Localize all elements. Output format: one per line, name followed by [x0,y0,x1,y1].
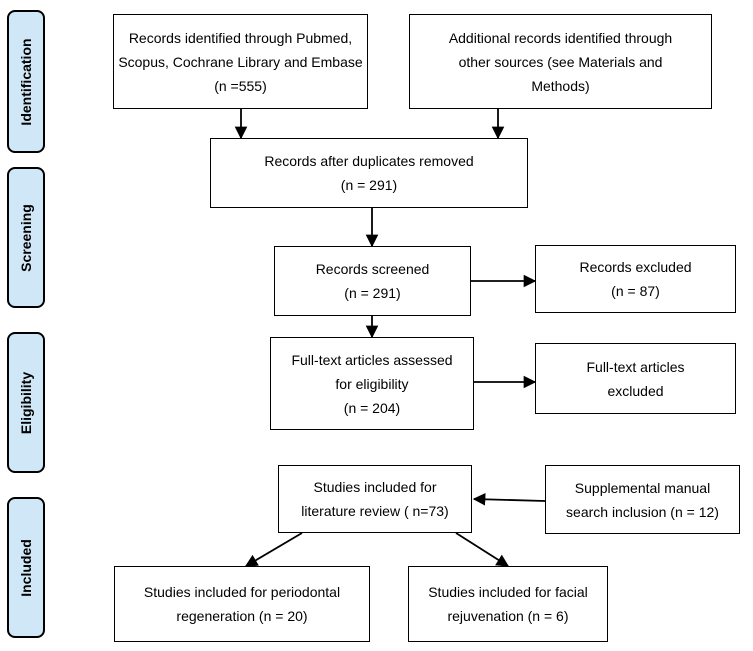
additional-records-line-2: other sources (see Materials and [458,53,663,70]
fulltext-assessed-line-1: Full-text articles assessed [291,351,453,368]
periodontal-regeneration-line-2: regeneration (n = 20) [176,608,308,624]
phase-eligibility: Eligibility [7,332,45,473]
additional-records-box: Additional records identified through ot… [409,14,712,109]
records-excluded-box: Records excluded (n = 87) [535,245,736,313]
fulltext-assessed-line-3: (n = 204) [343,399,401,416]
facial-rejuvenation-line-2: rejuvenation (n = 6) [447,608,569,624]
records-screened-box: Records screened (n = 291) [274,246,471,316]
additional-records-line-3: Methods) [531,77,590,94]
phase-included: Included [7,497,45,638]
fulltext-excluded-box: Full-text articles excluded [535,343,736,414]
records-excluded-line-1: Records excluded [579,259,692,275]
records-identified-line-2: Scopus, Cochrane Library and Embase [118,53,363,70]
records-identified-line-3: (n =555) [214,77,267,94]
records-screened-line-1: Records screened [315,261,430,277]
fulltext-excluded-line-1: Full-text articles [586,358,685,375]
records-identified-line-1: Records identified through Pubmed, [128,29,353,46]
duplicates-removed-box: Records after duplicates removed (n = 29… [210,138,528,208]
facial-rejuvenation-box: Studies included for facial rejuvenation… [408,566,608,642]
additional-records-line-1: Additional records identified through [448,29,673,46]
arrow-literature-to-facial [455,532,510,567]
literature-review-line-1: Studies included for [313,479,437,495]
records-excluded-line-2: (n = 87) [611,283,660,299]
duplicates-removed-line-1: Records after duplicates removed [264,153,474,169]
facial-rejuvenation-line-1: Studies included for facial [428,584,588,600]
arrow-literature-to-periodontal [244,532,303,567]
records-screened-line-2: (n = 291) [344,285,401,301]
supplemental-search-line-2: search inclusion (n = 12) [566,503,719,520]
fulltext-excluded-line-2: excluded [607,382,664,399]
fulltext-assessed-box: Full-text articles assessed for eligibil… [270,337,474,430]
periodontal-regeneration-box: Studies included for periodontal regener… [114,566,370,642]
literature-review-box: Studies included for literature review (… [278,465,472,533]
literature-review-line-2: literature review ( n=73) [301,503,449,519]
phase-identification: Identification [7,10,45,153]
duplicates-removed-line-2: (n = 291) [340,177,398,193]
records-identified-box: Records identified through Pubmed, Scopu… [113,14,368,109]
supplemental-search-line-1: Supplemental manual [574,479,711,496]
arrow-supplemental-to-literature [472,493,546,506]
fulltext-assessed-line-2: for eligibility [335,375,409,392]
periodontal-regeneration-line-1: Studies included for periodontal [143,584,341,600]
supplemental-search-box: Supplemental manual search inclusion (n … [545,465,740,534]
phase-screening: Screening [7,167,45,308]
